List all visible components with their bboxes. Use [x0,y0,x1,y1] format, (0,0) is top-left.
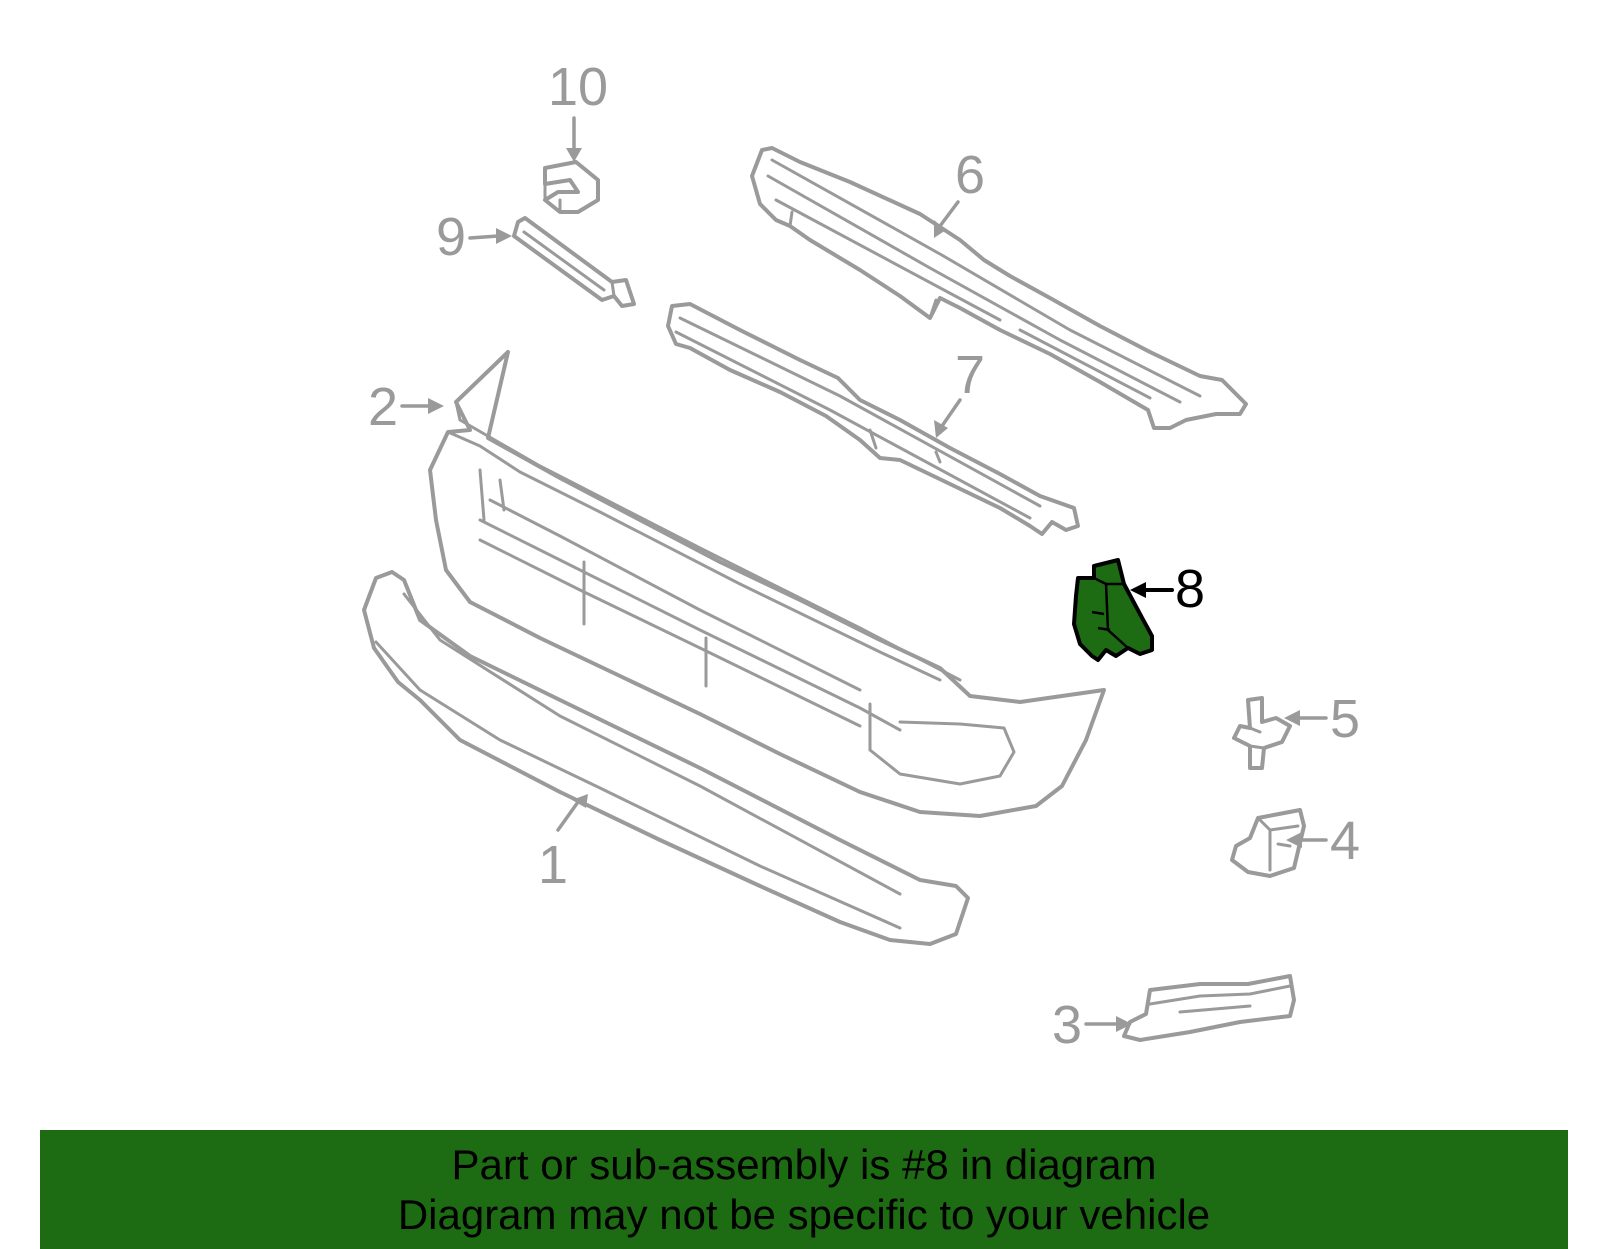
callout-10: 10 [548,57,608,162]
part-3-bracket[interactable] [1122,974,1296,1042]
callout-3: 3 [1052,995,1132,1055]
part-10-clip[interactable] [543,160,600,214]
part-5-fastener[interactable] [1232,696,1292,770]
part-8-bracket[interactable] [1072,558,1154,662]
callout-8: 8 [1130,559,1205,619]
part-1-valance[interactable] [362,570,970,946]
banner-line-part: Part or sub-assembly is #8 in diagram [451,1141,1157,1188]
callout-5: 5 [1284,689,1360,749]
svg-text:3: 3 [1052,995,1082,1055]
callout-2: 2 [368,377,444,437]
callout-7: 7 [934,345,985,438]
part-4-bracket[interactable] [1230,808,1306,878]
part-6-reinforcement[interactable] [750,146,1248,430]
callout-6: 6 [934,145,985,238]
svg-text:8: 8 [1175,559,1205,619]
callout-4: 4 [1286,811,1360,871]
svg-text:2: 2 [368,377,398,437]
svg-text:1: 1 [538,835,568,895]
svg-text:7: 7 [955,345,985,405]
callout-1: 1 [538,794,588,895]
svg-text:6: 6 [955,145,985,205]
parts-diagram: 10 9 6 7 [362,57,1360,1055]
part-7-reinforcement[interactable] [666,302,1080,536]
banner-line-disclaimer: Diagram may not be specific to your vehi… [397,1191,1211,1238]
part-9-bracket[interactable] [512,216,636,308]
info-banner: Part or sub-assembly is #8 in diagram Di… [40,1130,1568,1249]
callout-9: 9 [436,207,512,267]
svg-text:9: 9 [436,207,466,267]
svg-text:10: 10 [548,57,608,117]
part-2-bumper-cover[interactable] [428,350,1106,818]
svg-text:4: 4 [1330,811,1360,871]
svg-text:5: 5 [1330,689,1360,749]
